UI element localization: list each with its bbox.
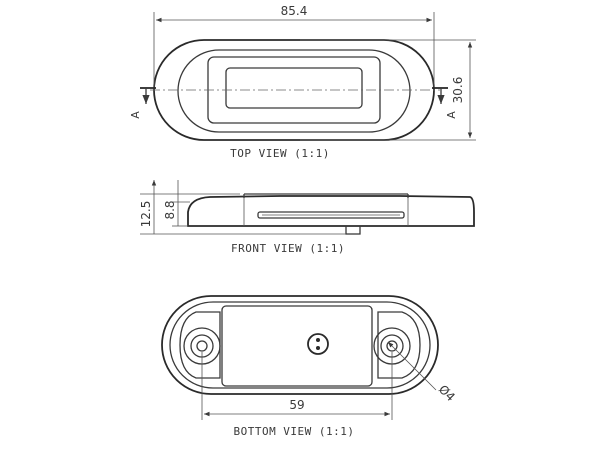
bottom-view-right-pocket (377, 311, 421, 379)
bottom-view-center-plate (221, 305, 373, 387)
bottom-view-right-boss-hole (386, 340, 398, 352)
bottom-view-outer-outline (161, 295, 439, 395)
front-view-cable-boss (345, 225, 361, 235)
bottom-view: 59 Ø4 BOTTOM VIEW (1:1) (161, 295, 458, 438)
dim-hole-label: Ø4 (436, 382, 458, 404)
front-view-caption: FRONT VIEW (1:1) (231, 242, 345, 255)
bottom-view-left-pocket (179, 311, 221, 379)
bottom-view-inner-outline (169, 301, 431, 389)
dim-height-label: 12.5 (139, 201, 153, 228)
top-view: 85.4 30.6 A A TOP VIEW (1:1) (129, 4, 476, 160)
section-marker-left-label: A (129, 111, 142, 119)
bottom-view-connector-outer (307, 333, 329, 355)
dim-hole-leader (387, 341, 437, 391)
dim-spacing-label: 59 (289, 398, 304, 412)
front-view-body-outline (187, 195, 475, 227)
front-view: 12.5 8.8 FRONT VIEW (1:1) (139, 180, 475, 255)
dim-width-label: 30.6 (451, 77, 465, 104)
bottom-view-connector-pin-bottom (316, 346, 320, 350)
bottom-view-connector-pin-top (316, 338, 320, 342)
top-view-caption: TOP VIEW (1:1) (230, 147, 330, 160)
top-view-inner-outline (177, 49, 411, 133)
top-view-lens-inner (225, 67, 363, 109)
section-marker-right-label: A (445, 111, 458, 119)
dim-body-label: 8.8 (163, 200, 177, 219)
bottom-view-caption: BOTTOM VIEW (1:1) (233, 425, 354, 438)
dim-length-label: 85.4 (281, 4, 308, 18)
bottom-view-left-boss-hole (196, 340, 208, 352)
front-view-light-slit (257, 211, 405, 219)
